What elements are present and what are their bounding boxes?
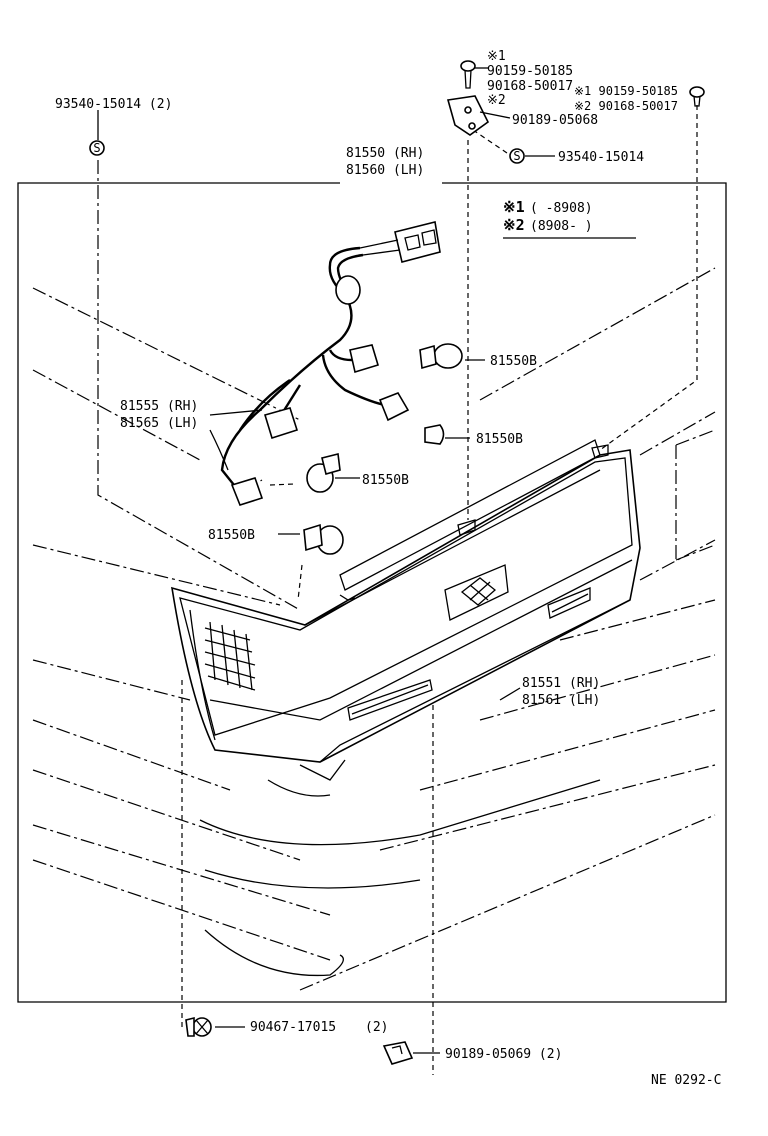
- s-clip-right-icon: S: [509, 148, 525, 164]
- frame-box: [17, 182, 727, 1003]
- label-90467-qty: (2): [365, 1020, 388, 1035]
- bulb-upper: [419, 343, 463, 370]
- label-81561-lh: 81561 (LH): [522, 693, 600, 708]
- s-clip-right-label: S: [513, 149, 520, 163]
- label-90159-50185-b: ※1 90159-50185: [574, 84, 678, 98]
- label-bulb-middle: 81550B: [362, 473, 409, 488]
- nut-90189-05069-icon: [382, 1041, 414, 1065]
- screw-icon: [460, 60, 476, 89]
- legend-row1-text: ( -8908): [530, 201, 593, 216]
- label-bulb-wedge: 81550B: [476, 432, 523, 447]
- label-mark2-top: ※2: [487, 93, 506, 108]
- label-81560-lh: 81560 (LH): [346, 163, 424, 178]
- label-81551-rh: 81551 (RH): [522, 676, 600, 691]
- clip-90467-icon: [185, 1016, 212, 1037]
- label-90168-50017-a: 90168-50017: [487, 79, 573, 94]
- label-81565-lh: 81565 (LH): [120, 416, 198, 431]
- label-81555-rh: 81555 (RH): [120, 399, 198, 414]
- label-81550-rh: 81550 (RH): [346, 146, 424, 161]
- s-clip-left-icon: S: [89, 140, 105, 156]
- s-clip-left-label: S: [93, 141, 100, 155]
- label-leader-lines: [97, 67, 636, 1054]
- bulb-wedge: [424, 424, 445, 445]
- reference-code: NE 0292-C: [651, 1073, 721, 1088]
- bracket-90189-05068: [446, 95, 490, 136]
- bulb-middle: [306, 453, 341, 493]
- label-90189-05068: 90189-05068: [512, 113, 598, 128]
- label-90189-05069-2: 90189-05069 (2): [445, 1047, 562, 1062]
- label-bulb-lower: 81550B: [208, 528, 255, 543]
- label-93540-15014-2: 93540-15014 (2): [55, 97, 172, 112]
- legend-row2-text: (8908- ): [530, 219, 593, 234]
- label-90467-17015: 90467-17015: [250, 1020, 336, 1035]
- fastener-leader-lines: [97, 105, 698, 1075]
- wire-harness-81555: [220, 221, 441, 506]
- bulb-lower: [303, 523, 344, 555]
- label-90168-50017-b: ※2 90168-50017: [574, 99, 678, 113]
- lower-body-shape: [199, 779, 601, 977]
- legend-mark1: ※1: [503, 198, 525, 216]
- screw-right-icon: [689, 86, 705, 107]
- label-bulb-upper: 81550B: [490, 354, 537, 369]
- lens-grid-left: [204, 621, 256, 691]
- label-mark1-top: ※1: [487, 49, 506, 64]
- tail-lamp-lens-81551: [171, 439, 641, 781]
- label-93540-15014: 93540-15014: [558, 150, 644, 165]
- legend-mark2: ※2: [503, 216, 525, 234]
- label-90159-50185-a: 90159-50185: [487, 64, 573, 79]
- bulb-group: [303, 343, 463, 555]
